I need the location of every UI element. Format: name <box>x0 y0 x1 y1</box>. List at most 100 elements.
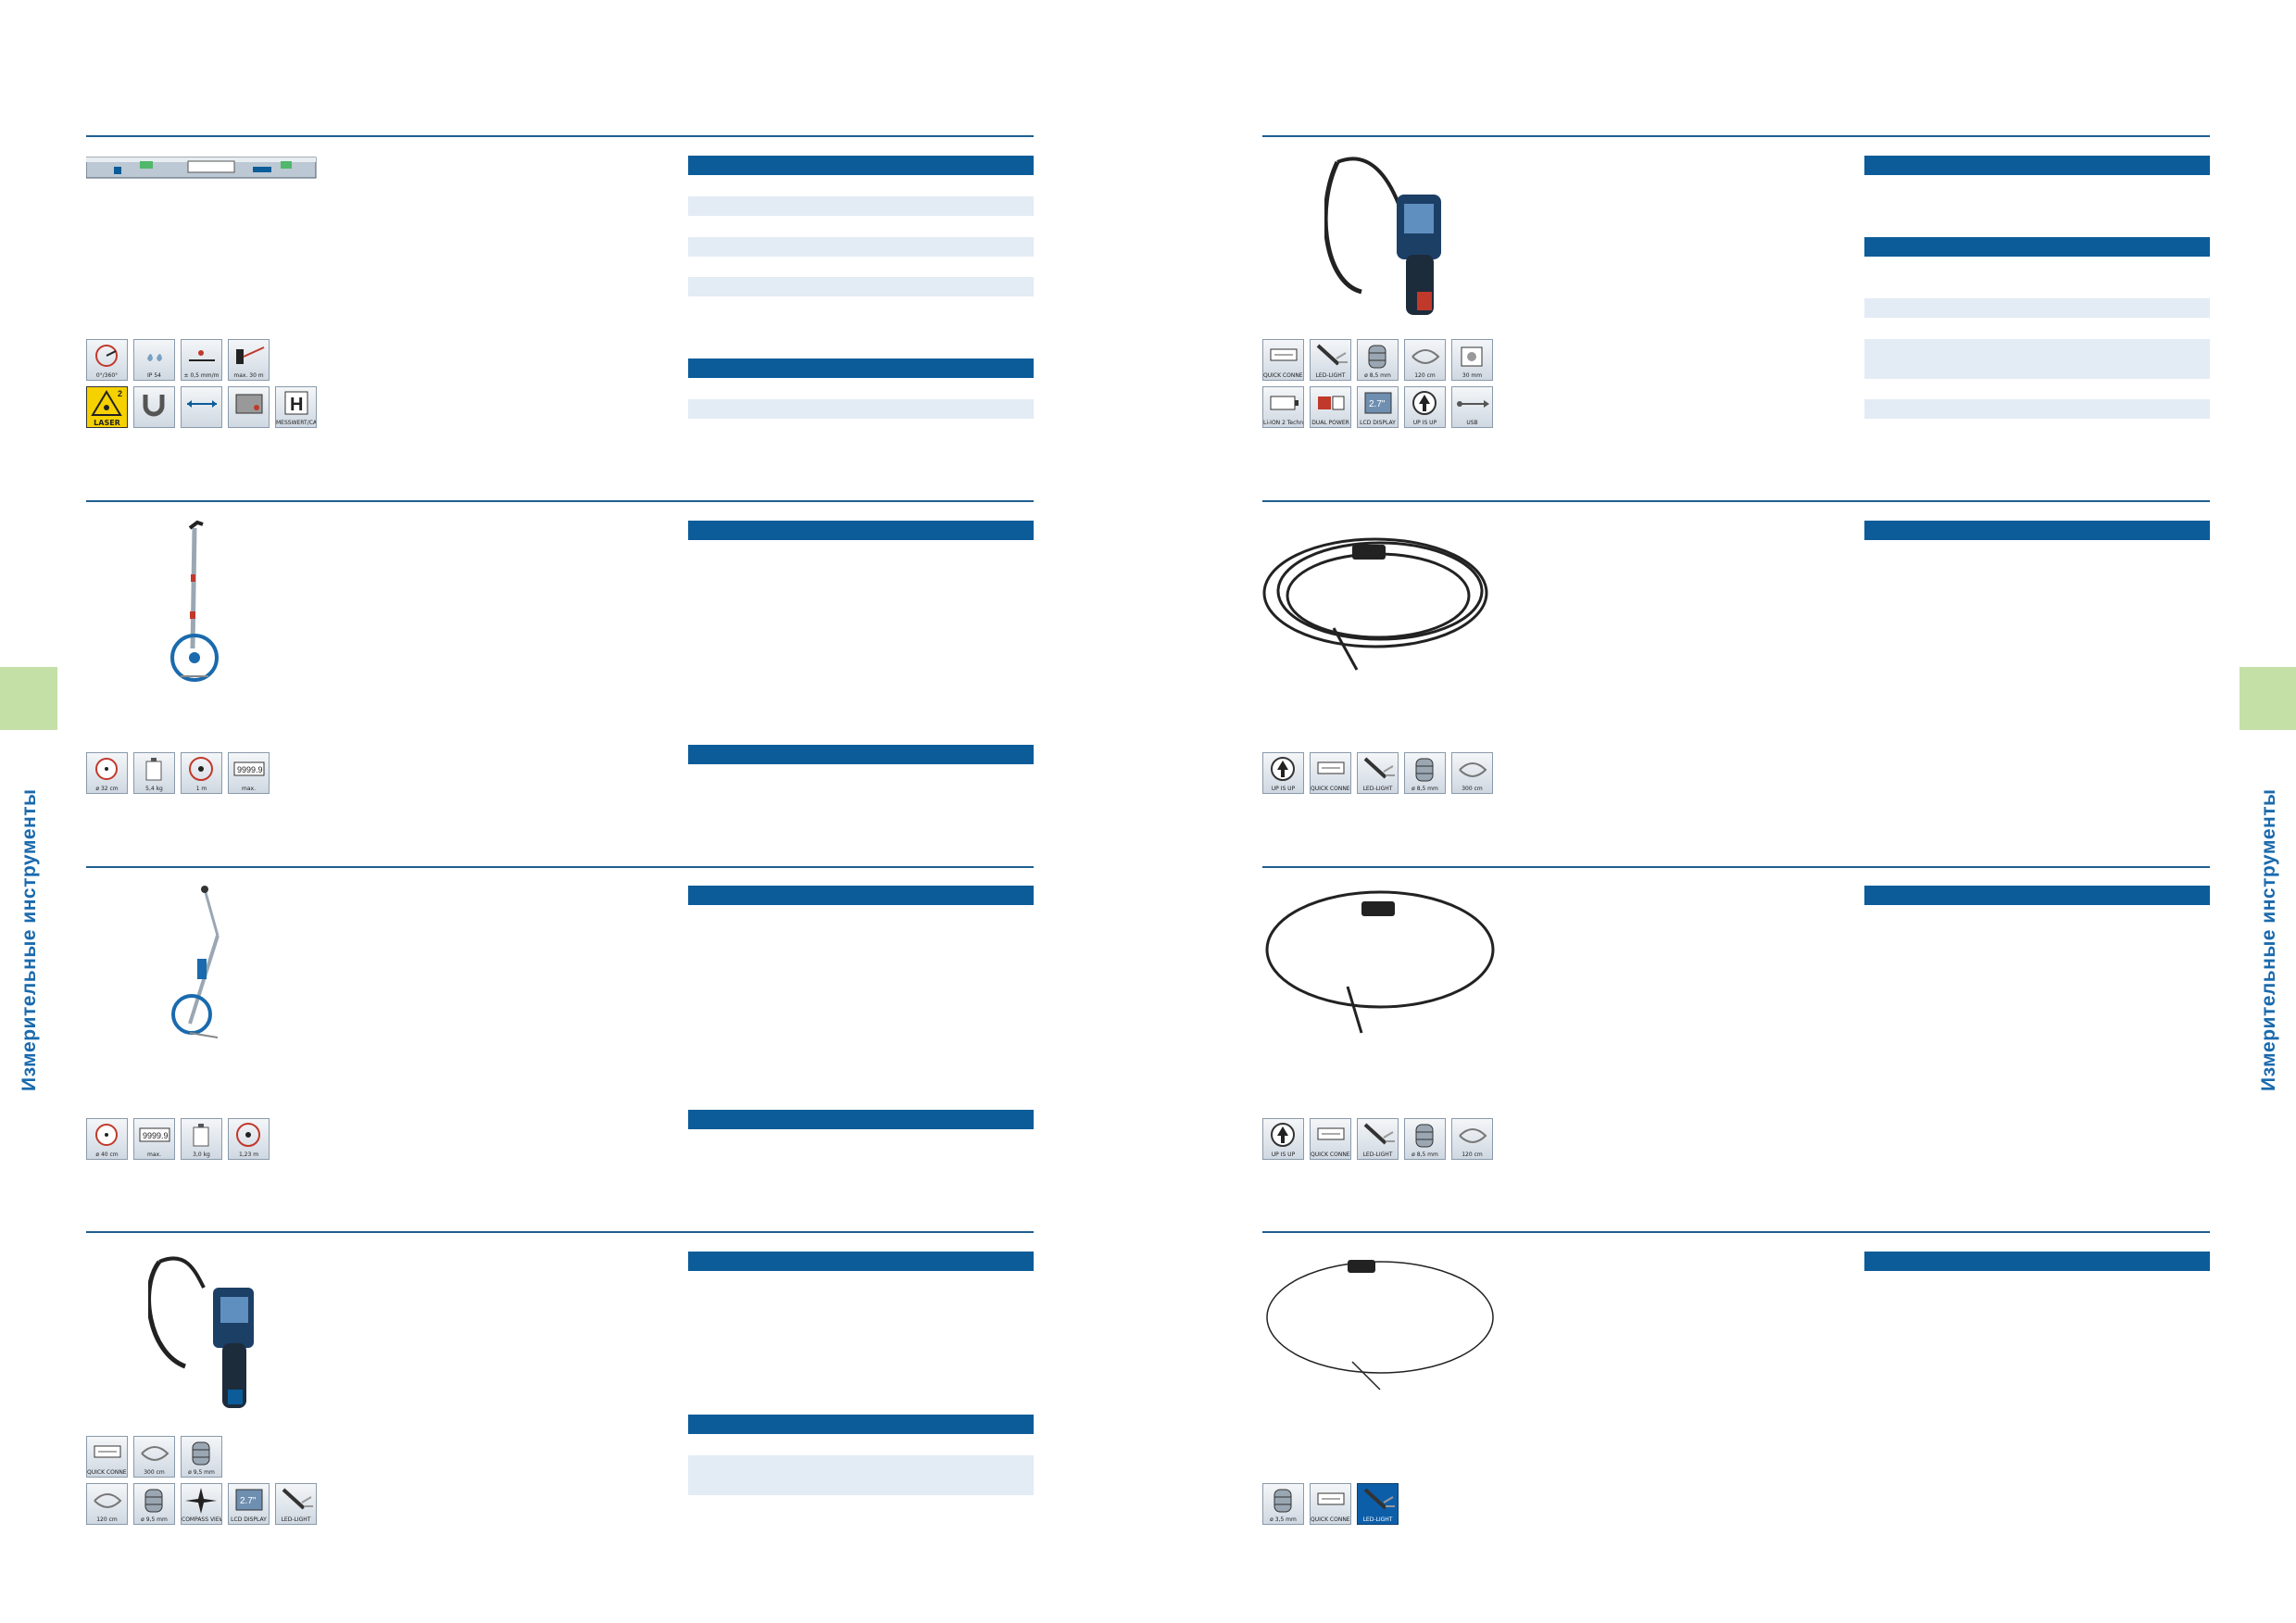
digital-level-image <box>86 157 317 179</box>
icon-caption: LCD DISPLAY <box>231 1516 267 1523</box>
icon-caption: LASER <box>94 420 120 426</box>
usb-icon: USB <box>1451 386 1493 428</box>
weight-icon: 5,4 kg <box>133 752 175 794</box>
spec-header-bar <box>688 521 1034 540</box>
icon-caption: MESSWERT/CAPT <box>276 420 316 426</box>
icon-caption: UP IS UP <box>1271 786 1296 792</box>
spec-row-band <box>688 237 1034 257</box>
probe-cable-image <box>1265 890 1495 1034</box>
wheel-circumference-icon: 1,23 m <box>228 1118 270 1160</box>
icon-caption: QUICK CONNECTOR <box>1311 1516 1350 1523</box>
icon-caption: ø 3,5 mm <box>1270 1516 1297 1523</box>
spec-header-bar <box>688 1415 1034 1434</box>
probe-diameter-icon: ø 8,5 mm <box>1404 1118 1446 1160</box>
icon-caption: ø 8,5 mm <box>1411 786 1438 792</box>
svg-text:2.7": 2.7" <box>1369 399 1386 409</box>
svg-text:H: H <box>290 395 303 415</box>
lcd-display-icon: 2.7" LCD DISPLAY <box>1357 386 1399 428</box>
icon-caption: IP 54 <box>147 372 161 379</box>
probe-cable-image <box>1266 1260 1494 1390</box>
section-rule <box>1262 135 2210 137</box>
spec-header-bar <box>1864 886 2210 905</box>
wheel-circumference-icon: 1 m <box>181 752 222 794</box>
distance-icon <box>181 386 222 428</box>
icon-caption: 300 cm <box>144 1469 165 1476</box>
icon-caption: LCD DISPLAY <box>1360 420 1396 426</box>
dual-power-icon: DUAL POWER <box>1310 386 1351 428</box>
spec-header-bar <box>688 156 1034 175</box>
spec-header-bar <box>688 886 1034 905</box>
inspection-camera-image <box>1324 157 1441 315</box>
probe-diameter-icon: ø 9,5 mm <box>181 1436 222 1478</box>
range-icon: max. 30 m <box>228 339 270 381</box>
spec-header-bar <box>1864 237 2210 257</box>
probe-diameter-icon: ø 8,5 mm <box>1404 752 1446 794</box>
quick-connector-icon: QUICK CONNECTOR <box>1310 1483 1351 1525</box>
spec-header-bar <box>1864 521 2210 540</box>
icon-caption: USB <box>1466 420 1478 426</box>
icon-caption: 30 mm <box>1462 372 1483 379</box>
section-rule <box>86 866 1034 868</box>
icon-caption: 120 cm <box>1462 1151 1483 1158</box>
led-light-icon: LED-LIGHT <box>1357 1483 1399 1525</box>
icon-caption: QUICK CONNECTOR <box>1263 372 1303 379</box>
svg-text:2.7": 2.7" <box>240 1496 257 1506</box>
led-light-icon: LED-LIGHT <box>275 1483 317 1525</box>
inspection-camera-image <box>148 1256 254 1408</box>
quick-connector-icon: QUICK CONNECTOR <box>1310 752 1351 794</box>
wheel-diameter-icon: ø 40 cm <box>86 1118 128 1160</box>
spec-row-band <box>1864 339 2210 379</box>
svg-text:9999.9: 9999.9 <box>237 765 263 774</box>
spec-header-bar <box>688 359 1034 378</box>
spec-row-band <box>1864 298 2210 318</box>
icon-caption: ø 9,5 mm <box>188 1469 215 1476</box>
probe-diameter-icon: ø 9,5 mm <box>133 1483 175 1525</box>
accuracy-icon: ± 0,5 mm/m <box>181 339 222 381</box>
section-rule <box>1262 500 2210 502</box>
measuring-wheel-image <box>171 886 220 1038</box>
spec-row-band <box>688 196 1034 216</box>
spec-header-bar <box>688 1252 1034 1271</box>
probe-cable-image <box>1262 537 1488 671</box>
led-light-icon: LED-LIGHT <box>1310 339 1351 381</box>
quick-connector-icon: QUICK CONNECTOR <box>1262 339 1304 381</box>
magnet-icon <box>133 386 175 428</box>
section-rule <box>1262 1231 2210 1233</box>
lcd-display-icon: 2.7" LCD DISPLAY <box>228 1483 270 1525</box>
depth-icon: 30 mm <box>1451 339 1493 381</box>
cable-length-icon: 300 cm <box>133 1436 175 1478</box>
icon-caption: ø 9,5 mm <box>141 1516 168 1523</box>
icon-caption: 3,0 kg <box>193 1151 210 1158</box>
icon-caption: 5,4 kg <box>145 786 163 792</box>
angle-360-icon: 0°/360° <box>86 339 128 381</box>
icon-caption: LED-LIGHT <box>1362 1151 1393 1158</box>
svg-text:2: 2 <box>118 389 122 398</box>
icon-caption: 1,23 m <box>238 1151 259 1158</box>
icon-caption: ± 0,5 mm/m <box>183 372 220 379</box>
icon-caption: LED-LIGHT <box>1315 372 1346 379</box>
icon-caption: ø 8,5 mm <box>1364 372 1391 379</box>
side-tab-left <box>0 667 57 730</box>
led-light-icon: LED-LIGHT <box>1357 1118 1399 1160</box>
probe-diameter-icon: ø 3,5 mm <box>1262 1483 1304 1525</box>
section-rule <box>86 135 1034 137</box>
memory-icon <box>228 386 270 428</box>
icon-caption: ø 32 cm <box>95 786 119 792</box>
icon-caption: 120 cm <box>1414 372 1436 379</box>
spec-row-band <box>1864 399 2210 419</box>
icon-caption: 120 cm <box>96 1516 118 1523</box>
compass-view-icon: COMPASS VIEW <box>181 1483 222 1525</box>
icon-caption: QUICK CONNECTOR <box>1311 786 1350 792</box>
cable-length-icon: 120 cm <box>1451 1118 1493 1160</box>
side-label-left: Измерительные инструменты <box>19 788 40 1091</box>
wheel-diameter-icon: ø 32 cm <box>86 752 128 794</box>
side-label-right: Измерительные инструменты <box>2258 788 2279 1091</box>
cable-length-icon: 120 cm <box>1404 339 1446 381</box>
icon-caption: max. 30 m <box>233 372 264 379</box>
icon-caption: 1 m <box>195 786 207 792</box>
icon-caption: 0°/360° <box>95 372 119 379</box>
icon-caption: DUAL POWER <box>1311 420 1349 426</box>
led-light-icon: LED-LIGHT <box>1357 752 1399 794</box>
